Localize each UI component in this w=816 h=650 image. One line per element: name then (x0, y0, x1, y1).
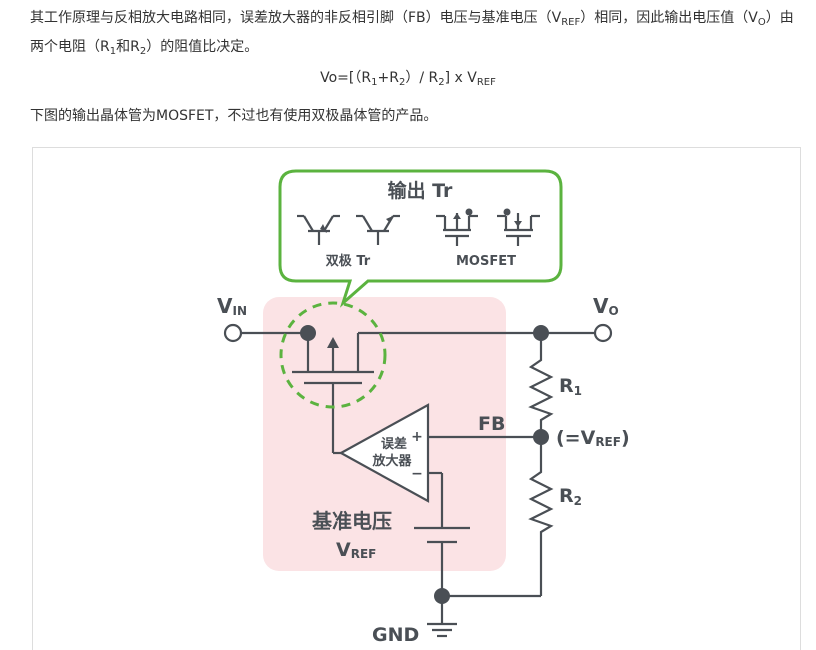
error-amplifier (338, 403, 430, 503)
mosfet-label: MOSFET (456, 254, 516, 269)
p1-sub-d: 2 (139, 46, 147, 57)
description-paragraph: 其工作原理与反相放大电路相同，误差放大器的非反相引脚（FB）电压与基准电压（VR… (30, 6, 800, 64)
transistor-highlight-circle (279, 301, 387, 409)
fb-equals-vref-label: (=VREF) (556, 427, 630, 449)
callout-bubble (278, 169, 563, 308)
note-paragraph: 下图的输出晶体管为MOSFET，不过也有使用双极晶体管的产品。 (30, 108, 438, 124)
p1-sub-b: O (757, 17, 766, 28)
mosfet-p-icon (497, 208, 540, 246)
vin-label: VIN (217, 294, 247, 318)
resistor-r2 (528, 437, 554, 596)
gnd-label: GND (372, 624, 419, 646)
amp-label-line2: 放大器 (371, 453, 412, 469)
p1-text-d: 和R (116, 39, 140, 55)
formula-sub-4: REF (476, 77, 496, 88)
ref-label-vref: VREF (336, 539, 376, 561)
bipolar-pnp-icon (356, 214, 400, 245)
formula-sub-3: 2 (438, 77, 445, 88)
p1-sub-a: REF (561, 17, 581, 28)
p1-text-e: ）的阻值比决定。 (146, 39, 259, 55)
r2-label: R2 (559, 485, 582, 508)
p1-sub-c: 1 (109, 46, 117, 57)
formula-sub-1: 1 (371, 77, 378, 88)
fb-label: FB (478, 413, 505, 435)
r1-label: R1 (559, 375, 582, 398)
bipolar-label: 双极 Tr (326, 253, 371, 269)
vo-label: VO (593, 294, 619, 318)
formula-part-b: +R (377, 70, 399, 86)
p1-text-b: ）相同，因此输出电压值（V (580, 10, 758, 26)
mosfet-n-icon (436, 208, 478, 246)
vo-terminal (593, 323, 613, 343)
amp-label-line1: 误差 (381, 436, 407, 452)
p1-text-a: 其工作原理与反相放大电路相同，误差放大器的非反相引脚（FB）电压与基准电压（V (30, 10, 562, 26)
formula: Vo=[（R1+R2）/ R2] x VREF (0, 66, 816, 95)
output-transistor (292, 325, 541, 455)
ground-symbol-icon (427, 622, 457, 638)
amp-minus-sign: − (411, 466, 423, 482)
formula-part-c: ）/ R (405, 70, 439, 86)
ref-label-line1: 基准电压 (312, 509, 392, 533)
vin-terminal (223, 323, 243, 343)
resistor-r1 (528, 333, 554, 437)
reference-voltage-source (414, 526, 470, 596)
bipolar-npn-icon (297, 214, 340, 245)
p1-text-c: ）由两个电阻（R (30, 10, 794, 55)
formula-part-a: Vo=[（R (320, 70, 372, 86)
formula-part-d: ] x V (444, 70, 477, 86)
amp-plus-sign: + (411, 429, 423, 445)
callout-title: 输出 Tr (388, 179, 453, 202)
formula-sub-2: 2 (398, 77, 406, 88)
